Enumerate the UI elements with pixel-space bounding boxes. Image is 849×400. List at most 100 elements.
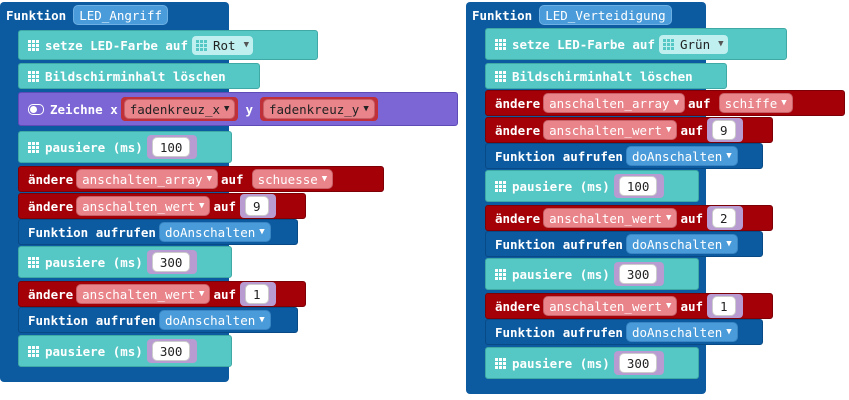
function-dropdown[interactable]: doAnschalten ▼ [625, 146, 738, 166]
number-input[interactable]: 1 [245, 284, 269, 304]
pause-block[interactable]: pausiere (ms) 100 [18, 131, 232, 163]
dropdown-arrow-icon: ▼ [259, 227, 265, 237]
number-slot[interactable]: 300 [146, 339, 198, 363]
color-dropdown[interactable]: Grün ▼ [659, 34, 728, 54]
dropdown-arrow-icon: ▼ [321, 174, 328, 184]
number-slot[interactable]: 9 [707, 118, 743, 142]
number-slot[interactable]: 1 [240, 282, 276, 306]
dropdown-arrow-icon: ▼ [726, 327, 732, 337]
number-slot[interactable]: 300 [613, 262, 665, 286]
dropdown-arrow-icon: ▼ [781, 98, 787, 108]
variable-dropdown[interactable]: anschalten_wert ▼ [543, 208, 678, 228]
block-label: ändere [495, 210, 541, 226]
block-label: pausiere (ms) [512, 355, 610, 371]
block-label: Bildschirminhalt löschen [45, 68, 226, 84]
led-grid-icon [28, 70, 39, 82]
variable-dropdown[interactable]: anschalten_wert ▼ [543, 120, 678, 140]
pause-block[interactable]: pausiere (ms) 300 [18, 335, 232, 367]
number-input[interactable]: 100 [151, 137, 191, 157]
number-input[interactable]: 100 [618, 176, 658, 196]
number-input[interactable]: 1 [712, 296, 736, 316]
change-variable-block[interactable]: ändere anschalten_wert ▼ auf 9 [18, 193, 306, 219]
number-slot[interactable]: 300 [146, 250, 198, 274]
change-variable-block[interactable]: ändere anschalten_array ▼ auf schiffe ▼ [485, 90, 845, 116]
variable-name: schiffe [724, 95, 778, 111]
variable-dropdown[interactable]: anschalten_wert ▼ [76, 284, 211, 304]
call-function-block[interactable]: Funktion aufrufen doAnschalten ▼ [485, 231, 763, 257]
function-name: doAnschalten [164, 224, 256, 240]
function-dropdown[interactable]: doAnschalten ▼ [625, 234, 738, 254]
number-slot[interactable]: 100 [146, 135, 198, 159]
variable-dropdown[interactable]: anschalten_wert ▼ [76, 196, 211, 216]
variable-name: fadenkreuz_y [269, 101, 360, 117]
variable-name: fadenkreuz_x [129, 101, 221, 117]
variable-dropdown[interactable]: anschalten_array ▼ [76, 169, 218, 189]
clear-screen-block[interactable]: Bildschirminhalt löschen [18, 63, 260, 89]
number-slot[interactable]: 300 [613, 351, 665, 375]
pause-block[interactable]: pausiere (ms) 100 [485, 170, 699, 202]
block-label: Funktion aufrufen [495, 148, 623, 164]
pause-block[interactable]: pausiere (ms) 300 [485, 347, 699, 379]
function-header: Funktion LED_Angriff [6, 5, 171, 25]
block-label: pausiere (ms) [512, 266, 610, 282]
x-variable-slot[interactable]: fadenkreuz_x ▼ [120, 97, 239, 121]
change-variable-block[interactable]: ändere anschalten_wert ▼ auf 1 [485, 293, 773, 319]
call-function-block[interactable]: Funktion aufrufen doAnschalten ▼ [485, 143, 763, 169]
function-dropdown[interactable]: doAnschalten ▼ [158, 310, 271, 330]
y-variable-slot[interactable]: fadenkreuz_y ▼ [260, 97, 378, 121]
dropdown-arrow-icon: ▼ [199, 201, 205, 211]
function-name: doAnschalten [631, 236, 723, 252]
value-variable-pill[interactable]: schuesse ▼ [251, 169, 334, 189]
block-label: Funktion aufrufen [28, 224, 156, 240]
number-input[interactable]: 300 [618, 353, 658, 373]
dropdown-arrow-icon: ▼ [666, 213, 672, 223]
set-led-color-block[interactable]: setze LED-Farbe auf Rot ▼ [18, 30, 318, 60]
variable-dropdown[interactable]: fadenkreuz_y ▼ [263, 99, 375, 119]
draw-block[interactable]: Zeichne x fadenkreuz_x ▼ y fadenkreuz_y … [18, 92, 458, 126]
dropdown-arrow-icon: ▼ [726, 151, 732, 161]
toggle-icon [28, 103, 44, 115]
function-dropdown[interactable]: doAnschalten ▼ [158, 222, 271, 242]
color-dropdown[interactable]: Rot ▼ [192, 35, 253, 55]
led-grid-icon [495, 38, 506, 50]
change-variable-block[interactable]: ändere anschalten_array ▼ auf schuesse ▼ [18, 166, 384, 192]
value-variable-pill[interactable]: schiffe ▼ [718, 93, 793, 113]
number-input[interactable]: 2 [712, 208, 736, 228]
number-input[interactable]: 9 [712, 120, 736, 140]
block-label: ändere [28, 171, 74, 187]
call-function-block[interactable]: Funktion aufrufen doAnschalten ▼ [18, 307, 298, 333]
number-input[interactable]: 9 [245, 196, 269, 216]
number-slot[interactable]: 9 [240, 194, 276, 218]
change-variable-block[interactable]: ändere anschalten_wert ▼ auf 2 [485, 205, 773, 231]
clear-screen-block[interactable]: Bildschirminhalt löschen [485, 63, 727, 89]
number-input[interactable]: 300 [151, 341, 191, 361]
call-function-block[interactable]: Funktion aufrufen doAnschalten ▼ [485, 319, 763, 345]
number-slot[interactable]: 1 [707, 294, 743, 318]
led-grid-icon [495, 180, 506, 192]
function-dropdown[interactable]: doAnschalten ▼ [625, 322, 738, 342]
change-variable-block[interactable]: ändere anschalten_wert ▼ auf 9 [485, 117, 773, 143]
pause-block[interactable]: pausiere (ms) 300 [485, 258, 699, 290]
number-slot[interactable]: 100 [613, 174, 665, 198]
variable-dropdown[interactable]: anschalten_array ▼ [543, 93, 685, 113]
pause-block[interactable]: pausiere (ms) 300 [18, 246, 232, 278]
function-name-field[interactable]: LED_Angriff [73, 5, 169, 25]
function-keyword: Funktion [6, 7, 67, 23]
function-header: Funktion LED_Verteidigung [472, 5, 675, 25]
dropdown-arrow-icon: ▼ [243, 40, 249, 50]
call-function-block[interactable]: Funktion aufrufen doAnschalten ▼ [18, 219, 298, 245]
change-variable-block[interactable]: ändere anschalten_wert ▼ auf 1 [18, 281, 306, 307]
block-label-to: auf [213, 198, 237, 214]
block-label-to: auf [213, 286, 237, 302]
variable-dropdown[interactable]: anschalten_wert ▼ [543, 296, 678, 316]
variable-dropdown[interactable]: fadenkreuz_x ▼ [123, 99, 236, 119]
led-grid-icon [495, 70, 506, 82]
number-input[interactable]: 300 [618, 264, 658, 284]
function-name-field[interactable]: LED_Verteidigung [539, 5, 672, 25]
dropdown-arrow-icon: ▼ [718, 39, 724, 49]
variable-name: anschalten_array [82, 171, 203, 187]
led-grid-icon [28, 256, 39, 268]
number-input[interactable]: 300 [151, 252, 191, 272]
number-slot[interactable]: 2 [707, 206, 743, 230]
set-led-color-block[interactable]: setze LED-Farbe auf Grün ▼ [485, 28, 787, 60]
